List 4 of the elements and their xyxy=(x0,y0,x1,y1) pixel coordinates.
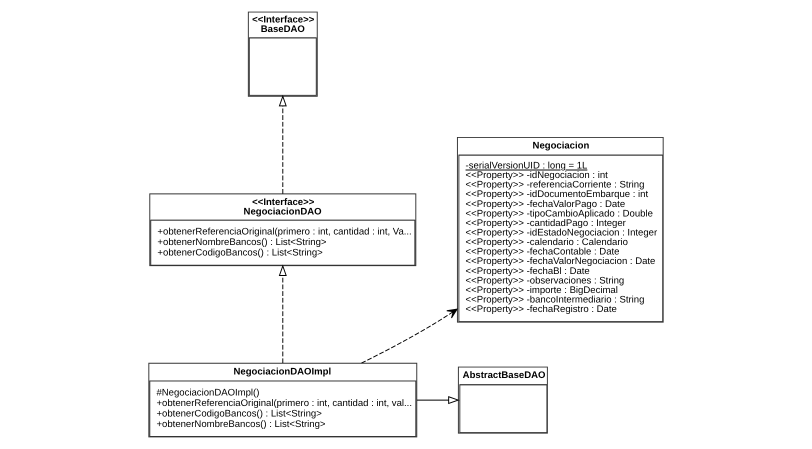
arrow xyxy=(278,264,287,364)
arrow xyxy=(278,94,287,194)
arrow xyxy=(360,308,458,364)
arrow xyxy=(416,396,460,404)
